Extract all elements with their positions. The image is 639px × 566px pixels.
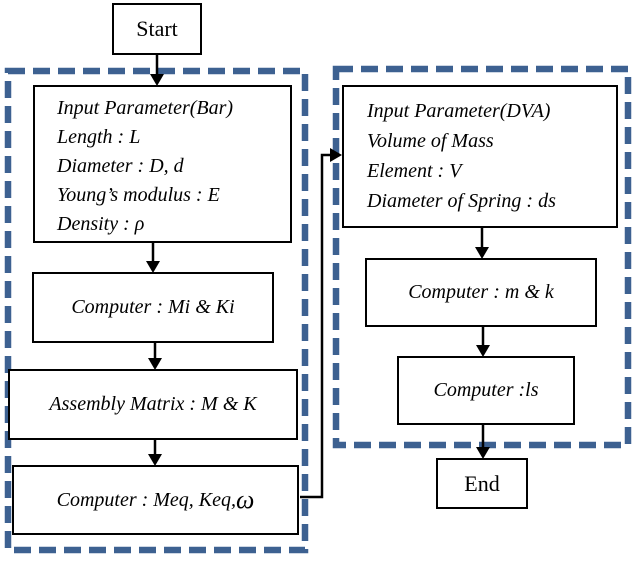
node-input-parameter-bar: Input Parameter(Bar) Length : L Diameter… (33, 85, 292, 243)
arrowhead-input-dva-to-m-k (475, 247, 489, 259)
computer-ls-label: Computer :ls (433, 379, 539, 401)
arrowhead-start-to-input-bar (150, 74, 164, 86)
input-bar-line: Density : ρ (57, 213, 145, 235)
node-assembly-matrix: Assembly Matrix : M & K (8, 369, 298, 440)
input-bar-line: Input Parameter(Bar) (57, 97, 234, 119)
input-dva-line: Diameter of Spring : ds (367, 190, 556, 212)
arrowhead-ls-to-end (476, 447, 490, 459)
omega-symbol: ω (236, 485, 255, 514)
arrowhead-mi-ki-to-assembly (148, 358, 162, 370)
input-bar-line: Young’s modulus : E (57, 184, 220, 206)
arrowhead-m-k-to-ls (476, 345, 490, 357)
node-start-label: Start (136, 16, 178, 41)
arrowhead-meq-to-input-dva (330, 148, 342, 162)
node-end-label: End (464, 470, 500, 496)
connector-meq-to-input-dva (300, 153, 332, 499)
input-dva-line: Volume of Mass (367, 130, 494, 152)
node-computer-m-k: Computer : m & k (365, 258, 597, 327)
computer-m-k-label: Computer : m & k (408, 281, 554, 303)
node-start: Start (112, 3, 202, 55)
computer-meq-label: Computer : Meq, Keq, (56, 488, 237, 511)
arrowhead-input-bar-to-mi-ki (146, 261, 160, 273)
node-computer-meq-keq-omega: Computer : Meq, Keq,ω (12, 465, 299, 535)
input-dva-line: Input Parameter(DVA) (367, 100, 551, 122)
node-end: End (436, 458, 528, 509)
input-dva-line: Element : V (367, 160, 462, 182)
arrowhead-assembly-to-meq (148, 454, 162, 466)
computer-mi-ki-label: Computer : Mi & Ki (71, 296, 235, 318)
input-bar-line: Length : L (57, 126, 141, 148)
node-input-parameter-dva: Input Parameter(DVA) Volume of Mass Elem… (342, 85, 618, 228)
node-computer-mi-ki: Computer : Mi & Ki (32, 272, 274, 343)
assembly-matrix-label: Assembly Matrix : M & K (49, 393, 257, 415)
input-bar-line: Diameter : D, d (57, 155, 184, 177)
node-computer-ls: Computer :ls (397, 356, 575, 425)
bar-group-dashed-border (4, 67, 309, 554)
